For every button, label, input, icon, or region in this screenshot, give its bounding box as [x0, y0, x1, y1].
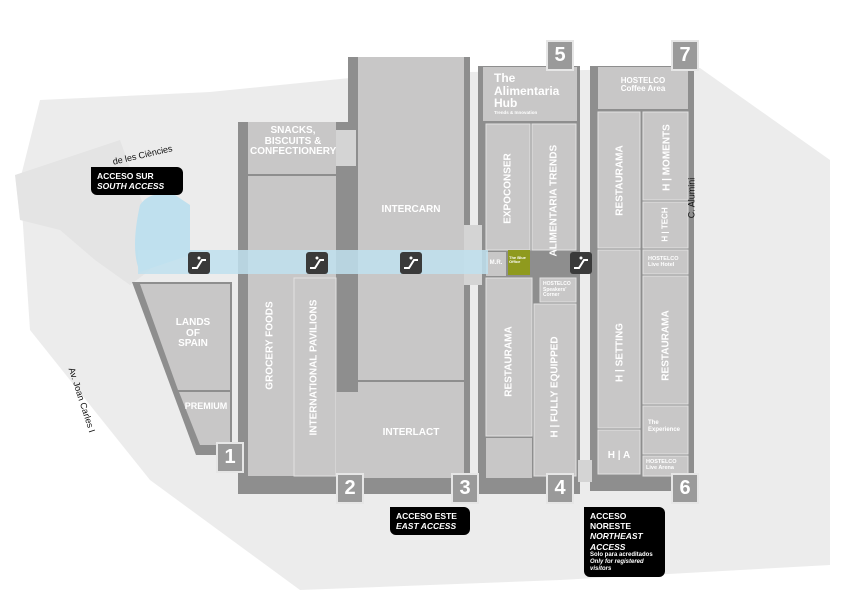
hall-number-3: 3 [451, 473, 479, 504]
trends-block [531, 123, 577, 251]
live-arena-block [642, 455, 689, 477]
snacks-block [248, 122, 336, 174]
h-tech-label: H | TECH [660, 207, 670, 242]
restaurama-4-label: RESTAURAMA [503, 326, 515, 397]
setting-block [597, 249, 641, 429]
blue-office-block [508, 250, 530, 275]
live-hotel-block [642, 249, 689, 275]
intercarn-label: INTERCARN [381, 204, 441, 215]
northeast-access-es2: NORESTE [590, 521, 632, 532]
hall-number-6: 6 [671, 473, 699, 504]
fully-equipped-block [533, 303, 577, 477]
expoconser-block [485, 123, 531, 251]
tech-block [642, 201, 689, 249]
escalator-icon [306, 252, 328, 274]
hall-number-5: 5 [546, 40, 574, 71]
hall-number-2: 2 [336, 473, 364, 504]
escalator-icon [400, 252, 422, 274]
hall-4-bottom [486, 438, 532, 478]
experience-block [642, 405, 689, 455]
hall-number-4: 4 [546, 473, 574, 504]
south-access-label: ACCESO SUR SOUTH ACCESS [91, 167, 183, 196]
premium-block [179, 392, 230, 445]
northeast-access-note-es: Solo para acreditados [590, 551, 653, 558]
interlact-label: INTERLACT [382, 427, 440, 438]
moments-block [642, 111, 689, 201]
northeast-access-en2: ACCESS [590, 541, 626, 552]
experience-label: The Experience [648, 420, 681, 433]
northeast-access-note-en: Only for registered visitors [590, 558, 644, 573]
grocery-foods-label: GROCERY FOODS [264, 301, 276, 390]
hub-block [483, 67, 577, 121]
speakers-corner-block [539, 277, 577, 303]
hall-number-7: 7 [671, 40, 699, 71]
intl-pavilions-block [293, 277, 337, 477]
premium-label: PREMIUM [184, 401, 228, 411]
east-access-label: ACCESO ESTE EAST ACCESS [390, 507, 470, 536]
interlact-block [358, 382, 464, 478]
northeast-access-label: ACCESO NORESTE NORTHEAST ACCESS Solo par… [584, 507, 665, 578]
escalator-icon [188, 252, 210, 274]
street-label-alumini: C. Alumini [686, 177, 697, 219]
coffee-block [598, 67, 688, 109]
hostelco-speakers-label: HOSTELCO Speakers' Corner [543, 281, 571, 298]
east-access-en: EAST ACCESS [396, 521, 457, 532]
south-access-es: ACCESO SUR [97, 171, 154, 181]
fully-equipped-label: H | FULLY EQUIPPED [549, 336, 561, 438]
live-arena-label: HOSTELCO Live Arena [646, 459, 677, 472]
restaurama-7-block [597, 111, 641, 249]
connector-4-6 [578, 460, 592, 482]
restaurama-7-label: RESTAURAMA [614, 145, 626, 216]
hall-1-block [140, 284, 230, 390]
mr-block [486, 252, 506, 276]
alimentaria-trends-label: ALIMENTARIA TRENDS [548, 144, 560, 257]
hub-subtitle: Trends & Innovation [494, 110, 538, 115]
snacks-label: SNACKS, BISCUITS & CONFECTIONERY [250, 125, 337, 157]
northeast-access-es1: ACCESO [590, 511, 627, 521]
h-setting-label: H | SETTING [614, 323, 626, 382]
h-moments-label: H | MOMENTS [661, 124, 673, 191]
coffee-area-label: HOSTELCO Coffee Area [620, 76, 666, 94]
escalator-icon [570, 252, 592, 274]
expoconser-label: EXPOCONSER [502, 153, 514, 224]
connector-2-3 [336, 130, 356, 166]
ha-block [597, 429, 641, 475]
restaurama-6-block [642, 275, 689, 405]
intercarn-block [358, 57, 464, 380]
international-pavilions-label: INTERNATIONAL PAVILIONS [308, 299, 320, 436]
hall-number-1: 1 [216, 442, 244, 473]
street-label-ciencies: de les Ciències [111, 143, 174, 167]
mr-label: M.R. [489, 260, 503, 266]
lands-of-spain-label: LANDS OF SPAIN [175, 317, 211, 349]
ha-label: H | A [607, 450, 631, 461]
street-label-joan-carles: Av. Joan Carles I [66, 366, 98, 434]
hub-title: The Alimentaria Hub [494, 71, 560, 111]
connector-2-3b [336, 392, 358, 478]
restaurama-6-label: RESTAURAMA [660, 310, 672, 381]
south-access-en: SOUTH ACCESS [97, 181, 165, 192]
northeast-access-en1: NORTHEAST [590, 531, 643, 542]
restaurama-4-block [485, 277, 533, 437]
live-hotel-label: HOSTELCO Live Hotel [648, 256, 679, 269]
east-access-es: ACCESO ESTE [396, 511, 457, 521]
blue-office-label: The Blue Office [509, 255, 526, 265]
